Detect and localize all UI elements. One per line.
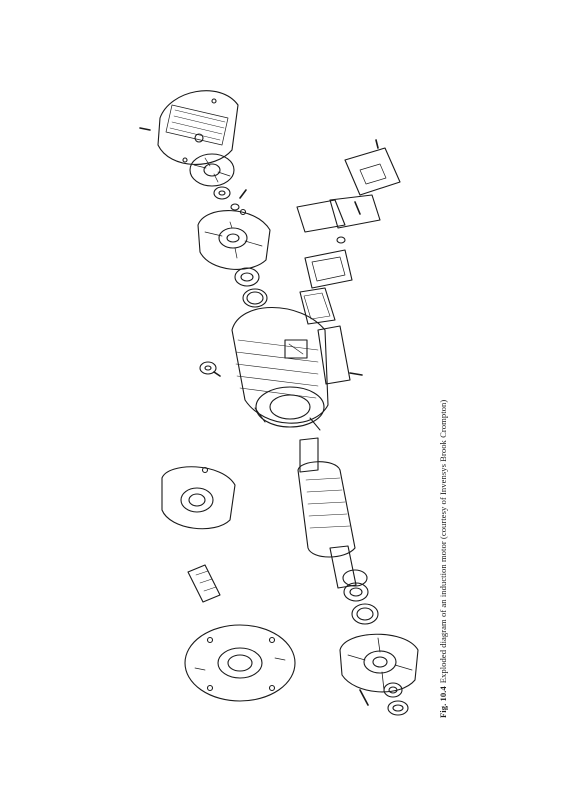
end-shield-ndе (197, 208, 271, 270)
end-shield-de (339, 633, 419, 693)
bearing-nde (234, 267, 268, 308)
figure-caption: Fig. 10.4 Exploded diagram of an inductio… (438, 400, 448, 718)
terminal-base (317, 325, 363, 385)
drive-end-shield (161, 466, 236, 530)
figure-label: Fig. 10.4 (438, 686, 448, 718)
mounting-flange (184, 624, 296, 702)
terminal-box (296, 139, 401, 325)
fan-washers (213, 186, 247, 211)
cooling-fan (189, 153, 235, 187)
fan-cover (139, 90, 239, 165)
shaft-key (187, 564, 221, 603)
lifting-eye (199, 361, 221, 377)
figure-caption-text: Exploded diagram of an induction motor (… (438, 399, 448, 684)
rotor-shaft (297, 437, 368, 589)
bearing-de (343, 582, 379, 625)
end-washers (359, 682, 409, 716)
stator-frame (231, 306, 329, 431)
